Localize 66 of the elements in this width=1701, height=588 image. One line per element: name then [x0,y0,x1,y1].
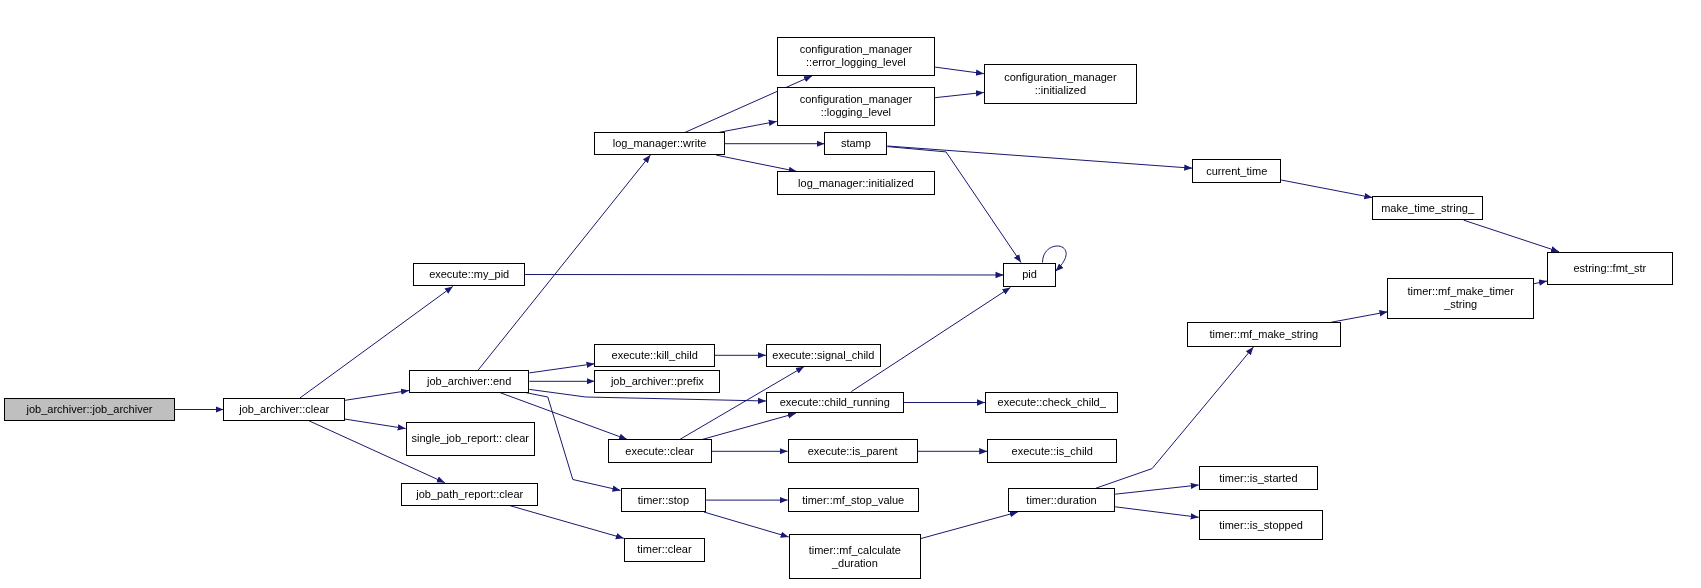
function-box: execute::kill_child [594,343,715,367]
function-box: job_archiver::prefix [594,369,721,393]
arrow [344,418,407,431]
function-box: execute::is_child [987,439,1118,464]
function-box: job_archiver::end [408,369,530,393]
function-box: timer::stop [620,488,707,512]
function-box: configuration_manager ::error_logging_level [776,36,936,76]
arrow [705,496,789,504]
function-box: job_path_report::clear [401,482,539,506]
arrow [528,388,767,404]
function-box: timer::clear [623,538,706,562]
function-box: single_job_report:: clear [405,422,535,456]
function-box: timer::is_stopped [1198,509,1324,541]
arrow [499,392,628,440]
function-box: estring::fmt_str [1546,251,1673,286]
function-box: log_manager::write [594,132,725,156]
function-box: execute::is_parent [787,439,918,464]
function-box: timer::duration [1007,488,1116,512]
arrow [528,361,595,374]
arrow [920,511,1019,539]
arrow [1095,346,1254,489]
arrow [903,399,986,406]
arrow [477,154,651,371]
function-box: execute::signal_child [765,343,881,367]
arrow [308,420,446,484]
arrow [344,388,410,401]
function-box: timer::is_started [1198,466,1319,491]
arrow [711,448,789,455]
function-box: current_time [1192,159,1282,184]
arrow [1042,245,1067,272]
arrow [886,146,1022,263]
function-box: timer::mf_calculate _duration [788,533,921,580]
arrow [850,287,1011,393]
function-box: execute::my_pid [413,262,526,287]
arrow [524,271,1004,279]
function-box: make_time_string_ [1372,196,1483,221]
function-box: job_archiver::clear [223,398,345,421]
arrow [1463,219,1560,253]
arrow [174,406,224,413]
arrow [917,448,988,455]
function-box: execute::child_running [765,391,904,414]
function-box: timer::mf_stop_value [787,488,919,512]
arrow [299,285,454,399]
function-box: configuration_manager ::initialized [983,64,1137,105]
arrow [1280,179,1373,200]
function-box: pid [1003,262,1056,288]
arrow [528,378,595,385]
arrow [684,75,813,133]
highlighted-function-box: job_archiver::job_archiver [4,398,175,421]
arrow [724,140,825,147]
function-box: timer::mf_make_string [1186,322,1341,348]
arrow [714,352,767,359]
arrow [679,366,805,440]
arrow [934,90,985,99]
function-box: configuration_manager ::logging_level [776,86,936,126]
arrow [1533,279,1548,286]
arrow [934,66,985,76]
arrow [1114,482,1200,495]
arrow [1114,506,1200,520]
function-box: timer::mf_make_timer _string [1387,277,1534,319]
arrow [715,154,798,173]
function-box: execute::clear [607,439,712,464]
function-box: stamp [824,132,888,156]
arrow [703,511,790,538]
function-box: log_manager::initialized [776,171,936,196]
function-box: execute::check_child_ [985,391,1119,414]
